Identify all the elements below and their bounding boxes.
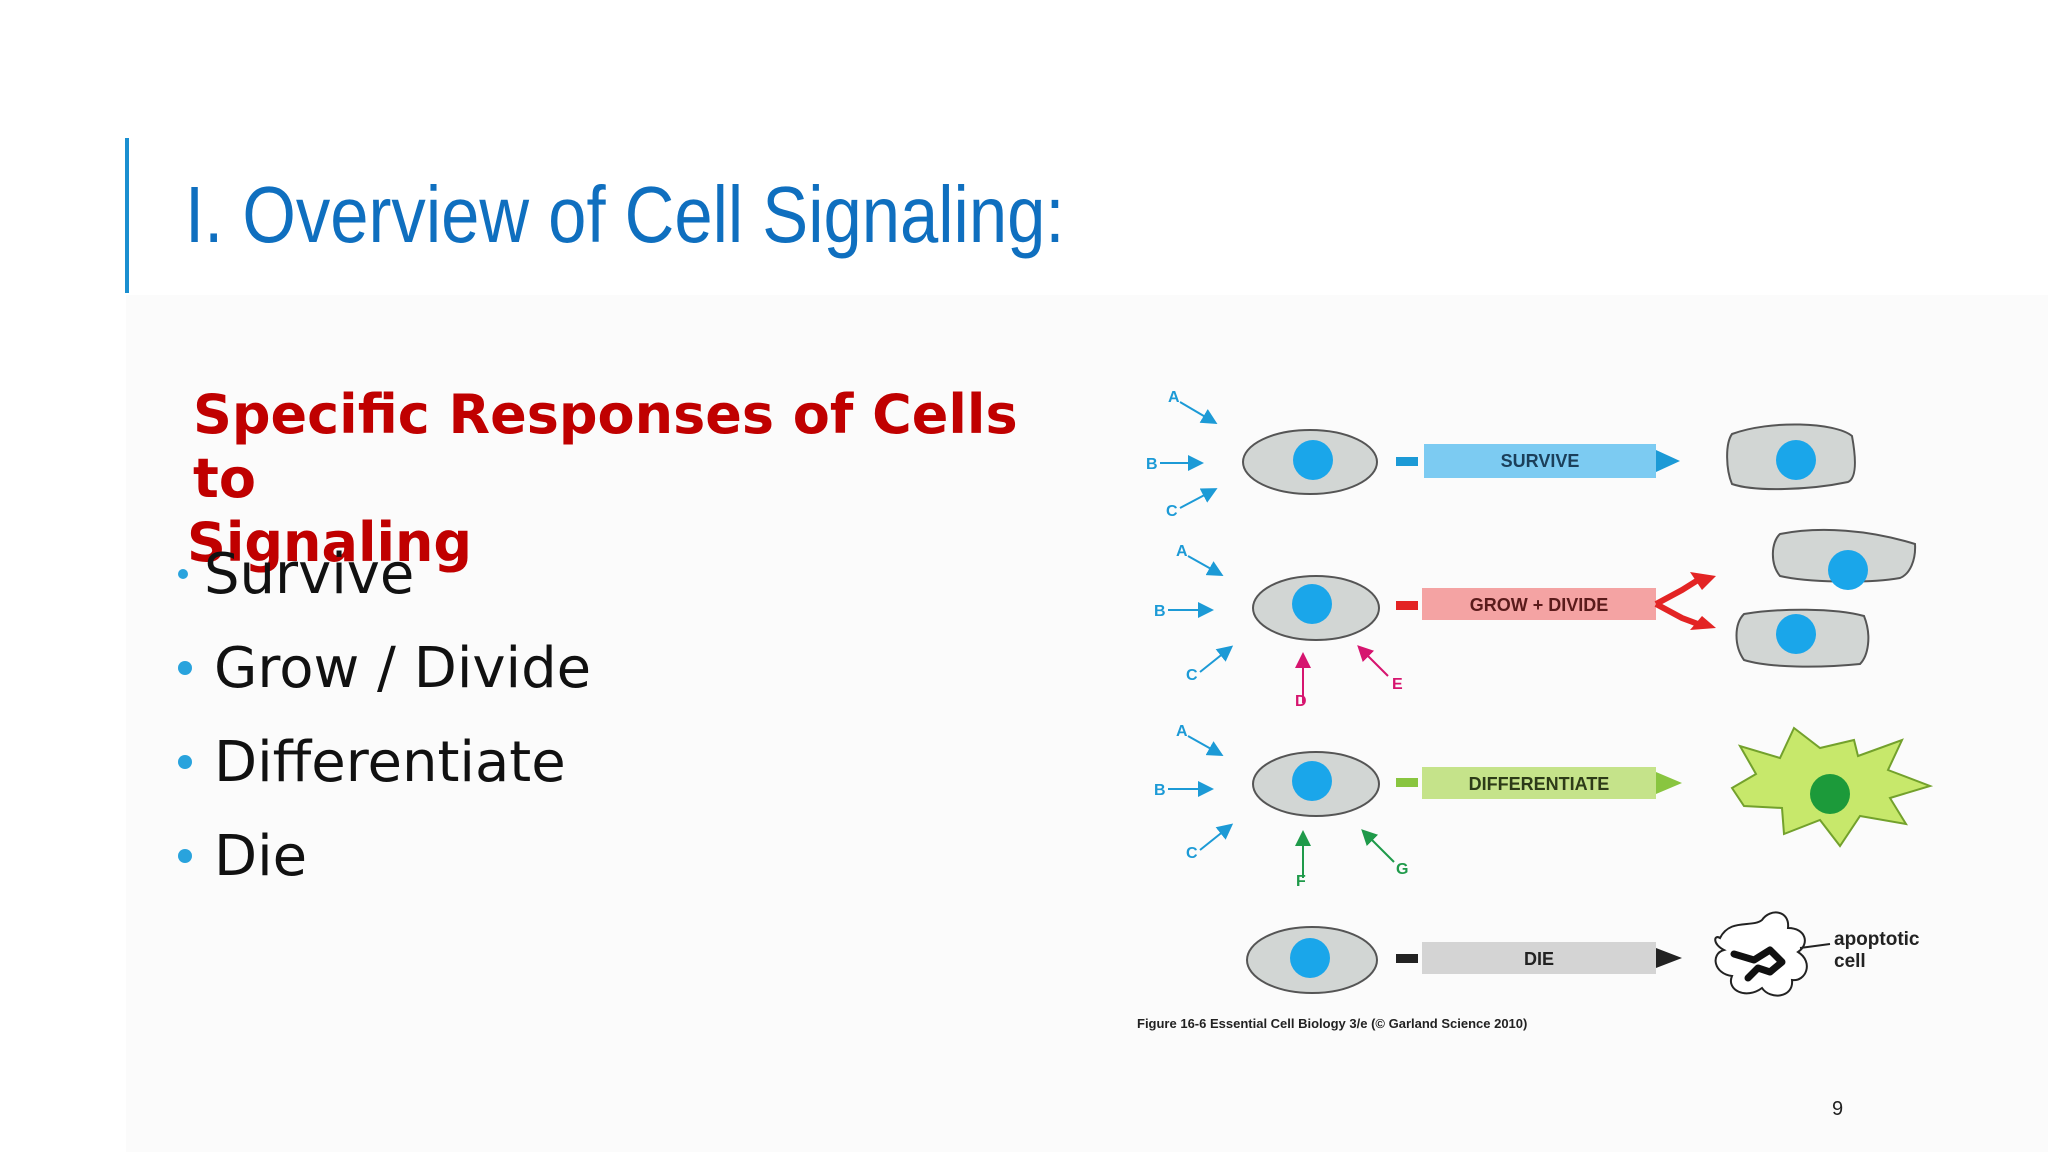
signal-arrow: [1361, 829, 1395, 863]
response-label-differentiate: DIFFERENTIATE: [1469, 774, 1610, 794]
callout-line: [1799, 943, 1831, 949]
cell-response-figure: A B C SURVIVE A B C: [1130, 378, 2030, 1038]
signal-label-g: G: [1396, 861, 1408, 878]
arrow-tail: [1396, 457, 1418, 466]
cell-response-diagram: A B C SURVIVE A B C: [1146, 389, 1934, 997]
apoptotic-label-line-1: apoptotic: [1834, 929, 1920, 950]
nucleus: [1776, 440, 1816, 480]
response-label-die: DIE: [1524, 949, 1554, 969]
nucleus: [1292, 761, 1332, 801]
bullet-item-grow-divide: Grow / Divide: [178, 634, 591, 704]
response-bar-die: [1422, 942, 1656, 974]
title-accent-rule: [125, 138, 129, 293]
signal-label-a: A: [1176, 543, 1188, 560]
response-bar-grow-divide: [1422, 588, 1656, 620]
bullet-text: Differentiate: [214, 730, 566, 795]
split-arrow: [1654, 577, 1700, 607]
bullet-dot-icon: [178, 660, 192, 675]
content-panel: [126, 295, 2048, 1152]
signal-arrow: [1179, 401, 1218, 425]
arrow-head: [1656, 948, 1682, 968]
nucleus: [1810, 774, 1850, 814]
response-bar-differentiate: [1422, 767, 1656, 799]
response-label-survive: SURVIVE: [1501, 451, 1580, 471]
signal-arrow: [1199, 645, 1234, 673]
bullet-dot-icon: [178, 568, 188, 579]
bullet-text: Grow / Divide: [214, 636, 592, 701]
subheading-line-1: Specific Responses of Cells to: [193, 383, 1018, 510]
row-grow-divide: A B C D E GROW + DIVIDE: [1154, 528, 1917, 710]
arrow-head: [1690, 572, 1716, 590]
split-arrow: [1654, 601, 1700, 627]
signal-label-d: D: [1295, 693, 1307, 710]
signal-arrow: [1187, 555, 1224, 576]
arrow-tail: [1396, 778, 1418, 787]
bullet-text: Survive: [204, 542, 415, 607]
bullet-text: Die: [214, 824, 308, 889]
nucleus: [1776, 614, 1816, 654]
signal-label-c: C: [1186, 667, 1198, 684]
bullet-dot-icon: [178, 754, 192, 769]
signal-label-c: C: [1186, 845, 1198, 862]
subheading-line-2: Signaling: [187, 511, 473, 574]
bullet-item-survive: Survive: [178, 540, 414, 610]
signal-label-b: B: [1154, 782, 1166, 799]
arrow-head: [1656, 772, 1682, 794]
signal-label-a: A: [1176, 723, 1188, 740]
arrow-head: [1656, 450, 1680, 472]
nucleus: [1828, 550, 1868, 590]
bullet-item-die: Die: [178, 822, 307, 892]
signal-label-c: C: [1166, 503, 1178, 520]
arrow-tail: [1396, 954, 1418, 963]
row-differentiate: A B C F G DIFFERENTIATE: [1154, 723, 1934, 890]
row-survive: A B C SURVIVE: [1146, 389, 1856, 520]
fragmented-nucleus: [1730, 946, 1786, 982]
signal-arrow: [1357, 645, 1389, 677]
signal-arrow: [1199, 823, 1234, 851]
bullet-item-differentiate: Differentiate: [178, 728, 566, 798]
response-bar-survive: [1424, 444, 1656, 478]
signal-arrow: [1187, 735, 1224, 756]
signal-label-e: E: [1392, 676, 1403, 693]
arrow-tail: [1396, 601, 1418, 610]
signal-label-f: F: [1296, 873, 1306, 890]
figure-caption: Figure 16-6 Essential Cell Biology 3/e (…: [1137, 1016, 1528, 1031]
signal-arrow: [1179, 488, 1218, 509]
nucleus: [1293, 440, 1333, 480]
bullet-dot-icon: [178, 848, 192, 863]
signal-label-b: B: [1154, 603, 1166, 620]
subheading: Specific Responses of Cells to Signaling: [187, 383, 1093, 575]
response-label-grow-divide: GROW + DIVIDE: [1470, 595, 1609, 615]
signal-label-b: B: [1146, 456, 1158, 473]
slide-title: I. Overview of Cell Signaling:: [185, 170, 1065, 259]
arrow-head: [1690, 616, 1716, 630]
row-die: DIE apoptotic cell: [1246, 911, 1920, 997]
signal-label-a: A: [1168, 389, 1180, 406]
nucleus: [1292, 584, 1332, 624]
apoptotic-label-line-2: cell: [1834, 951, 1866, 972]
nucleus: [1290, 938, 1330, 978]
page-number: 9: [1832, 1098, 1844, 1120]
